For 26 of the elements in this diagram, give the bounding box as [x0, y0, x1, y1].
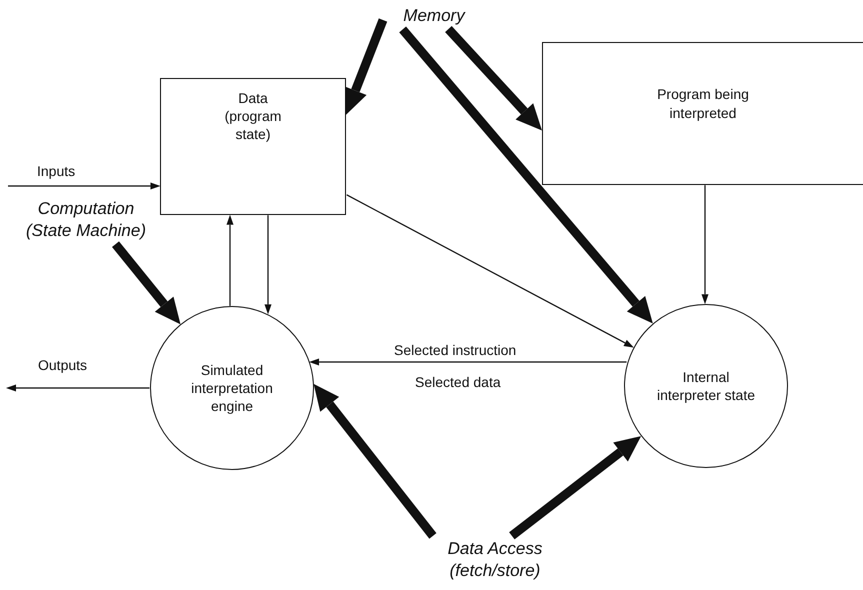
computation-label: Computation (State Machine) — [25, 198, 147, 242]
node-text: Internal interpreter state — [656, 368, 756, 404]
edge-label: Outputs — [36, 357, 90, 373]
arrow — [264, 215, 272, 314]
node-text: Data (program state) — [224, 89, 282, 144]
arrow — [702, 185, 708, 304]
arrow — [6, 384, 150, 392]
arrow — [346, 194, 634, 348]
node-text: Program being interpreted — [656, 85, 750, 122]
thick-arrow — [112, 241, 181, 324]
flow-label: Selected data — [413, 374, 503, 390]
thick-arrow — [509, 436, 642, 540]
data-box — [160, 78, 346, 215]
arrow — [8, 182, 160, 190]
node-text: Simulated interpretation engine — [190, 360, 274, 416]
edge-label: Selected instruction — [392, 342, 518, 358]
thick-arrow — [445, 26, 542, 130]
memory-label: Memory — [402, 4, 466, 27]
thick-arrow — [344, 18, 388, 115]
thick-arrow — [314, 384, 436, 539]
arrow — [226, 214, 234, 306]
edge-label: Inputs — [35, 163, 78, 179]
program-box — [542, 42, 863, 185]
arrow — [309, 358, 627, 366]
thick-arrow — [399, 26, 653, 324]
data-access-label: Data Access (fetch/store) — [446, 538, 544, 582]
